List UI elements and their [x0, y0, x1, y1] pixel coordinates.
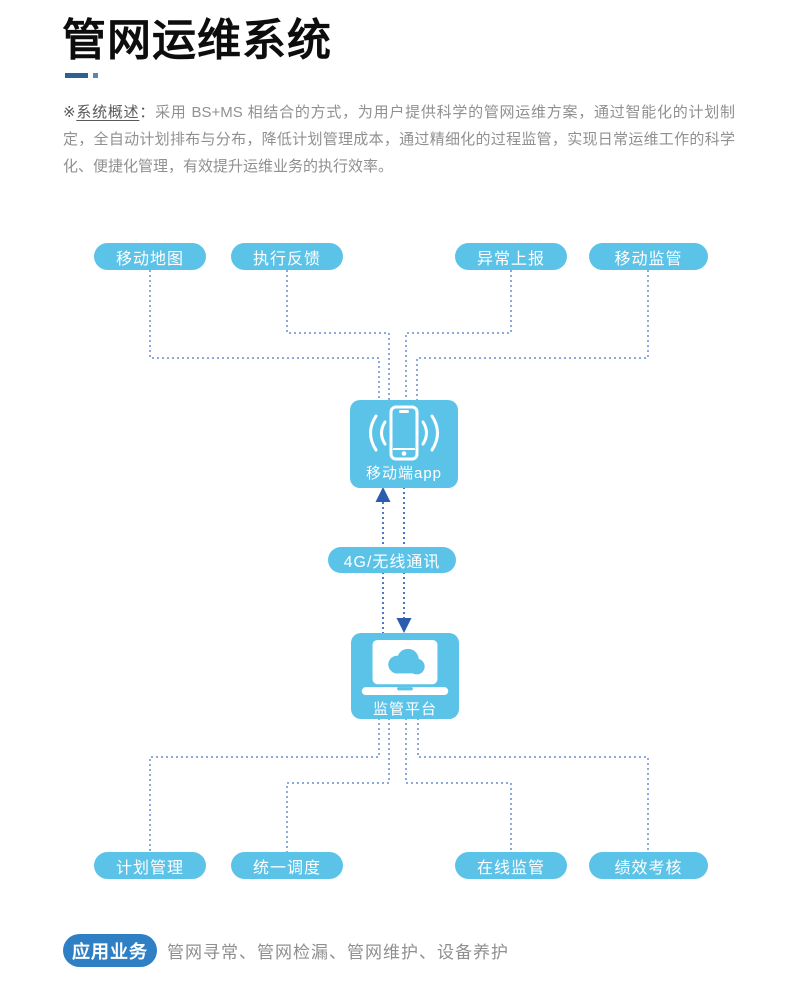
overview-lead: 系统概述: [76, 104, 140, 121]
connector-mobile-map: [149, 270, 380, 400]
link-arrowheads: [375, 487, 412, 633]
node-exception-report: 异常上报: [455, 243, 567, 270]
phone-body: [389, 405, 419, 461]
system-overview-paragraph: ※系统概述：采用 BS+MS 相结合的方式，为用户提供科学的管网运维方案，通过智…: [63, 99, 735, 180]
node-plan-manage: 计划管理: [94, 852, 206, 879]
top-connector-lines: [149, 270, 649, 400]
connector-plan-manage: [149, 718, 380, 852]
laptop-base: [361, 687, 449, 696]
signal-wave-right-outer: [430, 414, 439, 452]
node-online-supervise: 在线监管: [455, 852, 567, 879]
node-performance: 绩效考核: [589, 852, 708, 879]
mobile-app-label: 移动端app: [365, 465, 443, 482]
platform-node: 监管平台: [351, 633, 459, 719]
node-unified-dispatch: 统一调度: [231, 852, 343, 879]
laptop-base-notch: [397, 687, 413, 691]
node-mobile-supervise: 移动监管: [589, 243, 708, 270]
signal-wave-left-outer: [369, 414, 378, 452]
connector-mobile-supervise: [416, 270, 649, 400]
application-business-badge: 应用业务: [63, 934, 157, 967]
wireless-link-pill: 4G/无线通讯: [328, 547, 456, 573]
mobile-app-node: 移动端app: [350, 400, 458, 488]
node-exec-feedback: 执行反馈: [231, 243, 343, 270]
smartphone-signal-icon: [369, 405, 439, 461]
cloud-icon: [388, 648, 425, 675]
node-mobile-map: 移动地图: [94, 243, 206, 270]
platform-label: 监管平台: [372, 701, 437, 718]
phone-speaker: [399, 410, 409, 413]
connector-online-supervise: [405, 718, 512, 852]
application-business-items: 管网寻常、管网检漏、管网维护、设备养护: [167, 943, 509, 962]
overview-marker: ※: [63, 104, 77, 121]
up-arrow-icon: [375, 487, 391, 502]
laptop-cloud-icon: [361, 639, 449, 696]
signal-wave-left-inner: [380, 420, 387, 446]
down-arrow-icon: [396, 618, 412, 633]
signal-wave-right-inner: [421, 420, 428, 446]
connector-exception-report: [405, 270, 512, 400]
bottom-connector-lines: [149, 718, 649, 852]
page-title: 管网运维系统: [62, 16, 332, 65]
title-accent-dash: [65, 73, 88, 78]
title-accent-dot: [93, 73, 98, 78]
phone-home-button: [401, 451, 407, 456]
connector-unified-dispatch: [286, 718, 390, 852]
overview-colon: ：: [139, 104, 156, 121]
connector-performance: [417, 718, 649, 852]
connector-exec-feedback: [286, 270, 390, 400]
overview-body: 采用 BS+MS 相结合的方式，为用户提供科学的管网运维方案，通过智能化的计划制…: [63, 104, 735, 175]
